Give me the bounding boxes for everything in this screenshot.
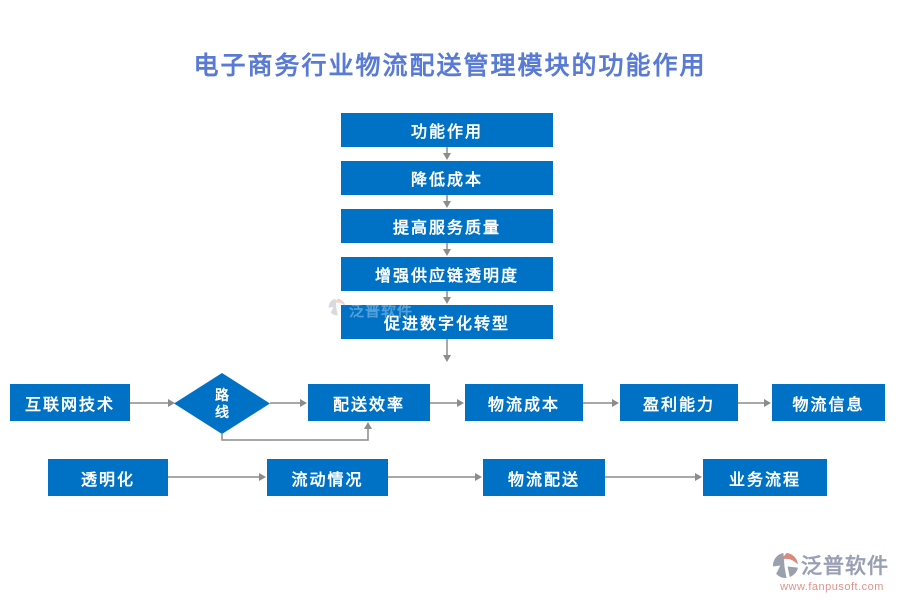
node-digital-transformation: 促进数字化转型 — [341, 305, 553, 339]
node-logistics-delivery: 物流配送 — [483, 459, 605, 496]
brand-name: 泛普软件 — [801, 555, 889, 578]
node-business-process: 业务流程 — [703, 459, 827, 496]
node-transparency: 透明化 — [48, 459, 168, 496]
node-supply-chain-transparency: 增强供应链透明度 — [341, 257, 553, 291]
node-profitability: 盈利能力 — [620, 384, 738, 421]
fanpu-logo-icon — [772, 552, 798, 578]
node-improve-service-quality: 提高服务质量 — [341, 209, 553, 243]
node-internet-technology: 互联网技术 — [10, 384, 130, 421]
node-flow-status: 流动情况 — [267, 459, 388, 496]
node-function-role: 功能作用 — [341, 113, 553, 147]
node-reduce-cost: 降低成本 — [341, 161, 553, 195]
node-delivery-efficiency: 配送效率 — [308, 384, 430, 421]
node-logistics-information: 物流信息 — [772, 384, 885, 421]
decision-route-label: 路 线 — [215, 387, 229, 420]
node-logistics-cost: 物流成本 — [465, 384, 583, 421]
fanpu-brandmark: 泛普软件 www.fanpusoft.com — [772, 550, 892, 593]
brand-url: www.fanpusoft.com — [780, 581, 884, 593]
diagram-title: 电子商务行业物流配送管理模块的功能作用 — [193, 52, 707, 80]
